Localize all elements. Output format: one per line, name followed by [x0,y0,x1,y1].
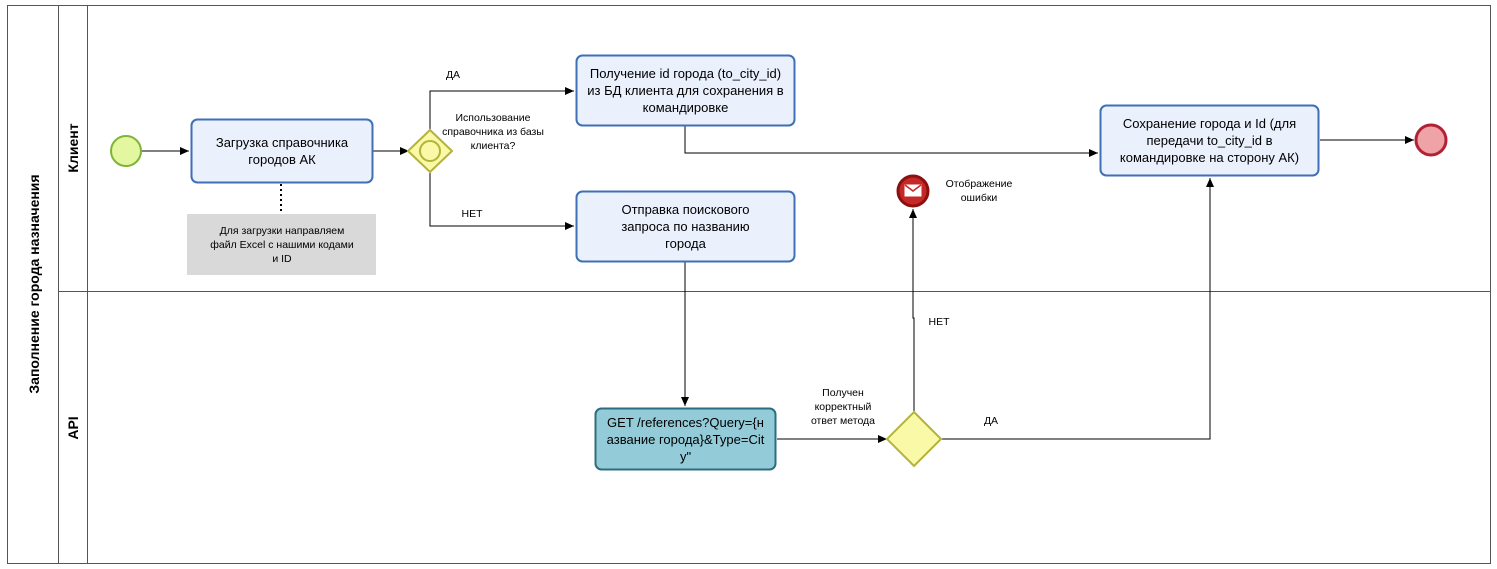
flow-label-yes-top: ДА [445,69,461,81]
task-send-search-shape[interactable] [575,190,796,263]
error-event-label: Отображение ошибки [945,178,1013,204]
pool-title: Заполнение города назначения [26,174,42,394]
gateway-correct-response[interactable] [885,410,943,468]
flow-getid-to-save [684,126,1098,157]
task-send-search[interactable]: Отправка поискового запроса по названию … [621,202,750,251]
lane-title-client: Клиент [65,123,81,173]
task-get-city-id-shape[interactable] [575,54,796,127]
flow-label-yes-api: ДА [983,415,999,427]
task-save-city-shape[interactable] [1099,104,1320,177]
task-get-city-id[interactable]: Получение id города (to_city_id) из БД к… [587,66,784,115]
task-api-request-shape[interactable] [594,407,777,471]
envelope-icon [904,184,922,197]
annotation-shape [187,214,376,275]
gateway-use-directory[interactable] [406,128,454,174]
flow-gateway-yes [429,87,574,131]
flow-label-no-top: НЕТ [461,208,483,220]
task-api-request[interactable]: GET /references?Query={название города}&… [606,414,765,464]
gateway-correct-response-label: Получен корректный ответ метода [810,387,876,427]
flow-label-no-api: НЕТ [928,316,950,328]
annotation-text: Для загрузки направляем файл Excel с наш… [210,224,354,265]
task-load-directory[interactable]: Загрузка справочника городов АК [215,135,349,167]
flow-api-gateway-no [909,209,917,412]
error-message-event[interactable] [896,174,930,208]
flow-gateway-no [429,171,574,230]
flow-api-gateway-yes [942,178,1214,440]
end-event[interactable] [1414,123,1448,157]
task-load-directory-shape[interactable] [190,118,374,184]
start-event[interactable] [110,135,142,167]
lane-title-api: API [65,416,81,440]
task-save-city[interactable]: Сохранение города и Id (для передачи to_… [1119,116,1300,165]
gateway-use-directory-label: Использование справочника из базы клиент… [442,112,544,152]
